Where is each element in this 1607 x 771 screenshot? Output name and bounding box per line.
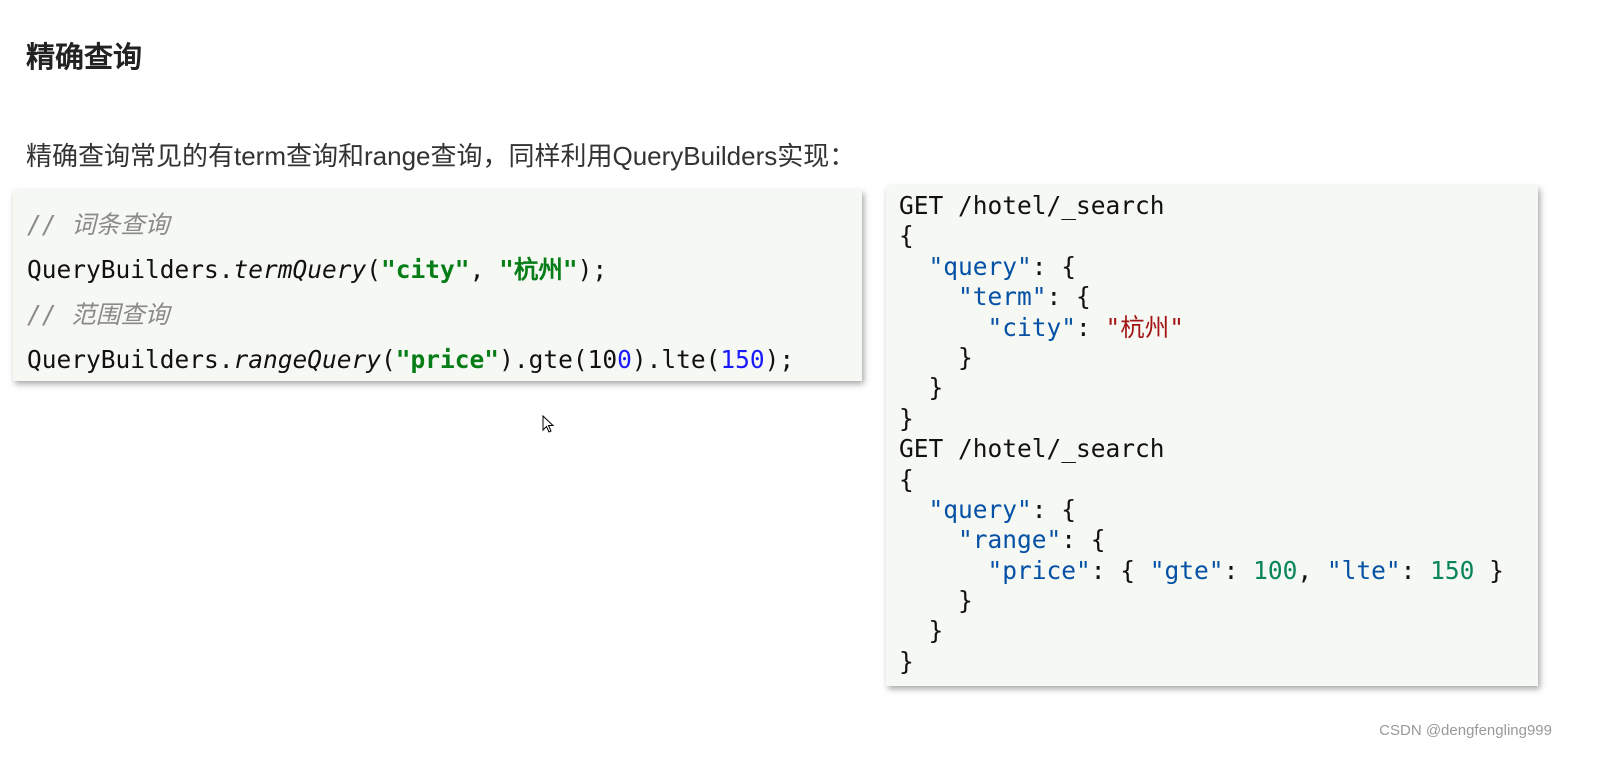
code-token: "杭州" [499,255,578,284]
code-token: 150 [720,345,765,374]
code-token: 150 [1430,555,1475,585]
code-token: , [1297,555,1327,585]
dsl-code-line: "query": { [899,495,1538,525]
dsl-code-line: } [899,616,1538,646]
code-token [899,556,988,585]
code-token: 100 [1253,555,1298,585]
dsl-code-line: GET /hotel/_search [899,191,1538,221]
code-token: { [899,464,914,494]
code-token: "range" [958,525,1062,555]
code-token: : [1076,312,1106,342]
code-token: "杭州" [1105,312,1185,342]
code-token: ).gte(10 [499,345,618,374]
dsl-code-line: "city": "杭州" [899,313,1538,343]
code-token: rangeQuery [233,345,382,374]
java-code-line: QueryBuilders.termQuery("city", "杭州"); [27,247,862,292]
java-code-line: // 词条查询 [27,202,862,247]
dsl-code-line: } [899,343,1538,373]
code-token: : { [1061,525,1106,555]
code-token: : { [1046,282,1091,312]
code-token: ( [381,345,396,374]
mouse-cursor-icon [542,415,555,433]
code-token: // 范围查询 [27,300,170,329]
dsl-code-line: "query": { [899,252,1538,282]
dsl-code-line: } [899,404,1538,434]
code-token: : { [1031,251,1077,281]
dsl-code-line: } [899,373,1538,403]
dsl-code-line: "term": { [899,282,1538,312]
code-token: : [1223,555,1254,585]
dsl-code-line: { [899,465,1538,495]
code-token: : { [1090,555,1150,585]
dsl-code-line: "range": { [899,525,1538,555]
section-heading: 精确查询 [26,42,143,74]
dsl-code-line: GET /hotel/_search [899,434,1538,464]
code-token: GET /hotel/_search [899,191,1165,220]
code-token [899,495,929,524]
code-token: ).lte( [631,345,721,374]
code-token: ); [577,255,608,284]
code-token: "query" [928,251,1032,281]
code-token: // 词条查询 [27,210,170,239]
code-token: } [899,373,944,403]
code-token: } [899,342,973,372]
code-token: "gte" [1149,555,1224,585]
dsl-code-line: "price": { "gte": 100, "lte": 150 } [899,556,1538,586]
code-token: } [899,586,973,616]
code-token [899,313,988,342]
code-token [899,525,958,554]
code-token: "query" [928,494,1032,524]
code-token: : { [1031,494,1077,524]
code-token: , [469,255,500,284]
code-token: "city" [381,255,470,284]
code-token: : [1400,555,1431,585]
code-token: termQuery [233,255,367,284]
code-token: { [899,221,914,251]
code-token: } [899,403,914,433]
code-token: } [899,616,944,646]
code-token: QueryBuilders. [27,345,234,374]
dsl-code-line: } [899,586,1538,616]
intro-text: 精确查询常见的有term查询和range查询，同样利用QueryBuilders… [26,141,856,171]
code-token: "lte" [1326,555,1401,585]
code-token: 0 [617,345,632,374]
code-token: "city" [987,312,1077,342]
code-token [899,252,929,281]
code-token: } [899,646,914,676]
dsl-code-line: } [899,647,1538,677]
code-token: ( [366,255,382,284]
code-token: "price" [987,555,1091,585]
code-token: "term" [958,282,1047,312]
code-token: } [1474,555,1504,585]
watermark: CSDN @dengfengling999 [1379,722,1552,739]
code-token: ); [764,345,795,374]
dsl-code-block: GET /hotel/_search{ "query": { "term": {… [886,186,1538,686]
code-token: "price" [395,345,500,374]
code-token [899,282,958,311]
code-token: QueryBuilders. [27,255,234,284]
dsl-code-line: { [899,221,1538,251]
java-code-line: // 范围查询 [27,292,862,337]
code-token: GET /hotel/_search [899,434,1165,464]
java-code-line: QueryBuilders.rangeQuery("price").gte(10… [27,337,862,382]
